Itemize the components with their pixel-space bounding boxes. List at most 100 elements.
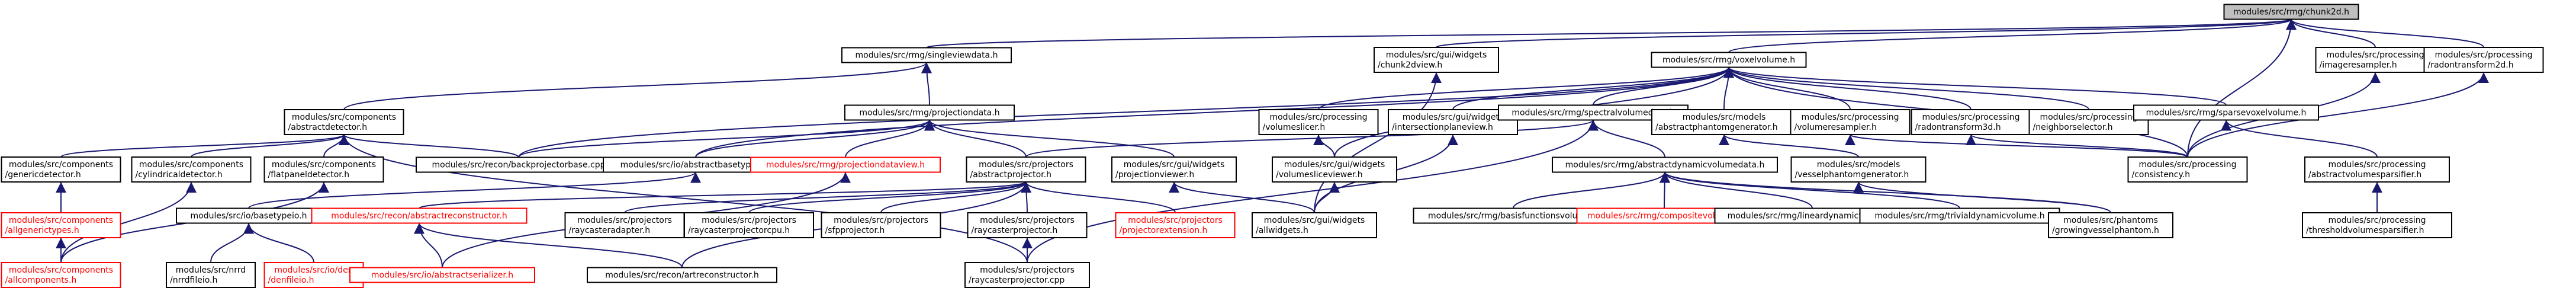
node-box	[1790, 156, 1927, 183]
node-label: modules/src/recon/backprojectorbase.cpp	[432, 161, 605, 170]
node-label: /allgenerictypes.h	[5, 226, 79, 235]
node-label: modules/src/projectors	[980, 216, 1075, 225]
node-chunk2d[interactable]: modules/src/rmg/chunk2d.h	[2223, 4, 2359, 20]
edge-raycasterprojector_cpp-to-spectralvolumedata	[1027, 120, 1599, 263]
node-label: modules/src/projectors	[702, 216, 796, 225]
node-box	[2315, 47, 2436, 73]
node-box	[967, 212, 1088, 238]
node-backprojectorbase[interactable]: modules/src/recon/backprojectorbase.cpp	[416, 156, 622, 173]
node-label: /radontransform3d.h	[1915, 123, 2001, 132]
node-label: /projectionviewer.h	[1115, 170, 1194, 180]
node-flatpaneldetector[interactable]: modules/src/components/flatpaneldetector…	[263, 156, 384, 183]
node-vesselphantomgenerator[interactable]: modules/src/models/vesselphantomgenerato…	[1790, 156, 1927, 183]
node-label: /raycasterprojector.h	[972, 226, 1058, 235]
node-sparsevoxelvolume[interactable]: modules/src/rmg/sparsevoxelvolume.h	[2133, 104, 2319, 121]
edge-projectiondata-to-singleview	[921, 62, 932, 105]
node-raycasterprojector_h[interactable]: modules/src/projectors/raycasterprojecto…	[967, 212, 1088, 238]
node-label: /abstractvolumesparsifier.h	[2308, 170, 2421, 180]
node-projectiondata[interactable]: modules/src/rmg/projectiondata.h	[844, 104, 1015, 121]
node-radontransform3d[interactable]: modules/src/processing/radontransform3d.…	[1911, 109, 2031, 135]
edge-allwidgets-to-chunk2dview	[1314, 72, 1442, 213]
node-label: modules/src/rmg/trivialdynamicvolume.h	[1874, 212, 2044, 221]
edge-abstractprojector-to-spectralvolumedata	[1025, 119, 1599, 158]
node-label: modules/src/processing	[2328, 216, 2426, 225]
node-abstractserializer[interactable]: modules/src/io/abstractserializer.h	[349, 267, 535, 283]
node-sfpprojector[interactable]: modules/src/projectors/sfpprojector.h	[821, 212, 941, 238]
node-consistency[interactable]: modules/src/processing/consistency.h	[2127, 156, 2248, 183]
node-basetypeio[interactable]: modules/src/io/basetypeio.h	[176, 207, 321, 224]
node-label: modules/src/gui/widgets	[1284, 160, 1385, 170]
node-box	[1388, 109, 1518, 135]
edge-projectionviewer-to-projectiondata	[924, 120, 1175, 158]
node-box	[263, 262, 364, 288]
node-projectionviewer[interactable]: modules/src/gui/widgets/projectionviewer…	[1111, 156, 1237, 183]
edge-spectralvolumedata-to-voxelvolume	[1593, 67, 1734, 105]
node-box	[2423, 47, 2544, 73]
node-label: modules/src/rmg/spectralvolumedata.h	[1511, 108, 1674, 118]
edge-intersectionplaneview-to-voxelvolume	[1452, 67, 1734, 110]
node-label: modules/src/rmg/voxelvolume.h	[1662, 56, 1795, 65]
node-chunk2dview[interactable]: modules/src/gui/widgets/chunk2dview.h	[1374, 47, 1499, 73]
node-abstractreconstructor[interactable]: modules/src/recon/abstractreconstructor.…	[311, 207, 528, 224]
node-cylindricaldetector[interactable]: modules/src/components/cylindricaldetect…	[131, 156, 252, 183]
node-box	[166, 262, 256, 288]
node-label: modules/src/processing	[1801, 113, 1899, 122]
node-nrrdfileio[interactable]: modules/src/nrrd/nrrdfileio.h	[166, 262, 256, 288]
node-volumesliceviewer[interactable]: modules/src/gui/widgets/volumesliceviewe…	[1272, 156, 1397, 183]
node-label: modules/src/components	[139, 160, 243, 170]
node-label: /sfpprojector.h	[825, 226, 885, 235]
node-neighborselector[interactable]: modules/src/processing/neighborselector.…	[2028, 109, 2149, 135]
node-volumeresampler[interactable]: modules/src/processing/volumeresampler.h	[1790, 109, 1911, 135]
node-label: modules/src/phantoms	[2063, 216, 2158, 225]
node-label: /radontransform2d.h	[2428, 60, 2514, 70]
node-thresholdvolumesparsifier[interactable]: modules/src/processing/thresholdvolumesp…	[2302, 212, 2452, 238]
node-voxelvolume[interactable]: modules/src/rmg/voxelvolume.h	[1651, 52, 1807, 68]
node-projectiondataview[interactable]: modules/src/rmg/projectiondataview.h	[750, 156, 941, 173]
node-abstractphantomgenerator[interactable]: modules/src/models/abstractphantomgenera…	[1651, 109, 1797, 135]
edge-raycasterprojector_h-to-abstractprojector	[1021, 181, 1032, 213]
node-label: modules/src/projectors	[980, 266, 1075, 275]
node-volumeslicer[interactable]: modules/src/processing/volumeslicer.h	[1258, 109, 1379, 135]
node-label: /flatpaneldetector.h	[268, 170, 350, 180]
edge-backprojectorbase-to-projectiondata	[518, 119, 935, 158]
node-box	[821, 212, 941, 238]
node-radontransform2d[interactable]: modules/src/processing/radontransform2d.…	[2423, 47, 2544, 73]
node-denfileio[interactable]: modules/src/io/den/denfileio.h	[263, 262, 364, 288]
edge-abstractdetector-to-singleview	[343, 62, 932, 110]
node-abstractdynamicvolumedata[interactable]: modules/src/rmg/abstractdynamicvolumedat…	[1552, 156, 1778, 173]
node-singleview[interactable]: modules/src/rmg/singleviewdata.h	[841, 47, 1012, 63]
node-label: /imageresampler.h	[2320, 60, 2397, 70]
edge-chunk2dview-to-chunk2d	[1436, 18, 2296, 48]
node-label: /intersectionplaneview.h	[1392, 123, 1493, 132]
node-allgenerictypes[interactable]: modules/src/components/allgenerictypes.h	[1, 212, 121, 238]
node-raycasteradapter[interactable]: modules/src/projectors/raycasteradapter.…	[564, 212, 685, 238]
node-box	[2133, 104, 2319, 121]
node-growingvesselphantom[interactable]: modules/src/phantoms/growingvesselphanto…	[2048, 212, 2173, 238]
node-box	[2223, 4, 2359, 20]
node-abstractdetector[interactable]: modules/src/components/abstractdetector.…	[284, 109, 404, 135]
edge-projectorextension-to-abstractprojector	[1021, 181, 1176, 213]
node-genericdetector[interactable]: modules/src/components/genericdetector.h	[1, 156, 121, 183]
node-box	[1859, 207, 2060, 224]
node-imageresampler[interactable]: modules/src/processing/imageresampler.h	[2315, 47, 2436, 73]
node-box	[1252, 212, 1377, 238]
node-abstractvolumesparsifier[interactable]: modules/src/processing/abstractvolumespa…	[2304, 156, 2450, 183]
node-raycasterprojectorcpu[interactable]: modules/src/projectors/raycasterprojecto…	[684, 212, 814, 238]
node-raycasterprojector_cpp[interactable]: modules/src/projectors/raycasterprojecto…	[964, 262, 1090, 288]
edge-abstractbasetypeio-to-voxelvolume	[695, 67, 1734, 158]
node-intersectionplaneview[interactable]: modules/src/gui/widgets/intersectionplan…	[1388, 109, 1518, 135]
node-box	[416, 156, 622, 173]
node-projectorextension[interactable]: modules/src/projectors/projectorextensio…	[1115, 212, 1236, 238]
node-trivialdynamicvolume[interactable]: modules/src/rmg/trivialdynamicvolume.h	[1859, 207, 2060, 224]
node-label: modules/src/io/den	[274, 266, 353, 275]
node-box	[2127, 156, 2248, 183]
edge-allcomponents-to-cylindricaldetector	[60, 181, 197, 263]
node-allcomponents[interactable]: modules/src/components/allcomponents.h	[1, 262, 121, 288]
node-abstractprojector[interactable]: modules/src/projectors/abstractprojector…	[966, 156, 1086, 183]
node-allwidgets[interactable]: modules/src/gui/widgets/allwidgets.h	[1252, 212, 1377, 238]
node-label: modules/src/io/basetypeio.h	[191, 212, 307, 221]
edge-neighborselector-to-voxelvolume	[1723, 67, 2089, 110]
node-box	[964, 262, 1090, 288]
node-artreconstructor[interactable]: modules/src/recon/artreconstructor.h	[587, 267, 777, 283]
